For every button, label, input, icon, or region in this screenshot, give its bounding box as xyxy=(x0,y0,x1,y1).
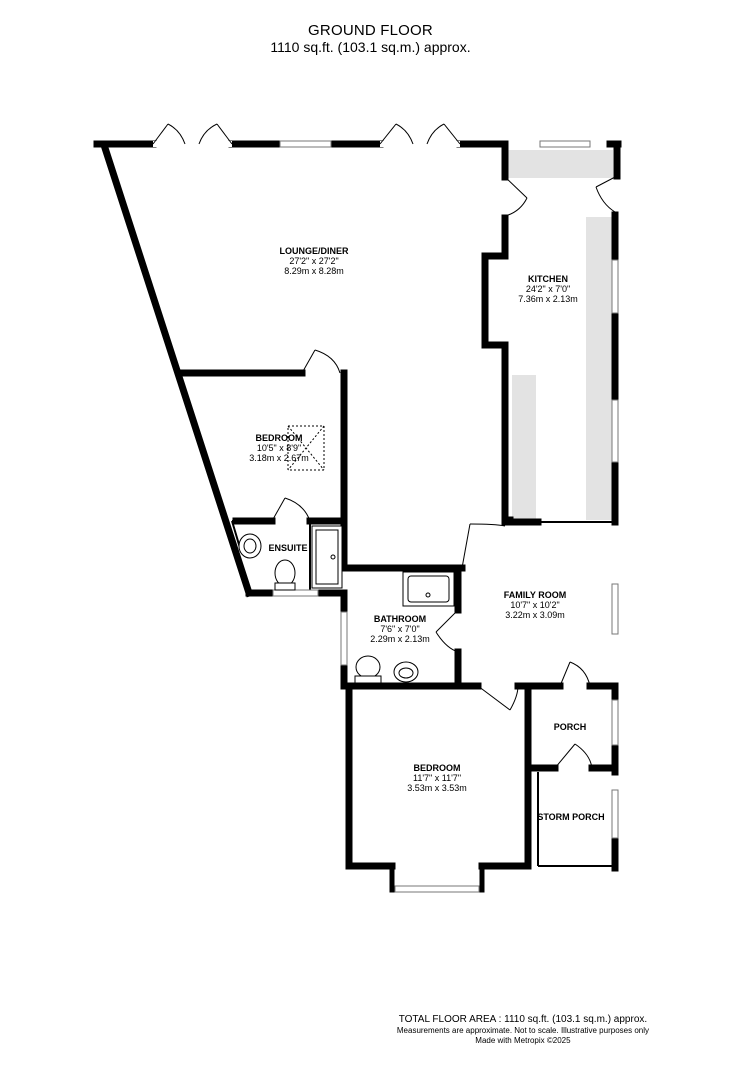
door-swings xyxy=(152,123,618,769)
floor-area: 1110 sq.ft. (103.1 sq.m.) approx. xyxy=(270,39,471,55)
partitions xyxy=(231,520,612,867)
bathroom-toilet-icon xyxy=(355,655,381,679)
room-labels: LOUNGE/DINER 27'2" x 27'2" 8.29m x 8.28m… xyxy=(249,246,604,822)
sanitaryware xyxy=(238,425,455,684)
lounge-name: LOUNGE/DINER xyxy=(279,246,349,256)
disclaimer: Measurements are approximate. Not to sca… xyxy=(396,1026,649,1035)
bedroom1-metric: 3.18m x 2.67m xyxy=(249,453,309,463)
bathroom-imperial: 7'6" x 7'0" xyxy=(380,624,419,634)
bedroom2-metric: 3.53m x 3.53m xyxy=(407,783,467,793)
storm-porch-name: STORM PORCH xyxy=(537,812,604,822)
bedroom2-imperial: 11'7" x 11'7" xyxy=(413,773,461,783)
family-metric: 3.22m x 3.09m xyxy=(505,610,565,620)
kitchen-imperial: 24'2" x 7'0" xyxy=(526,284,570,294)
lounge-imperial: 27'2" x 27'2" xyxy=(289,256,338,266)
lounge-metric: 8.29m x 8.28m xyxy=(284,266,344,276)
credit: Made with Metropix ©2025 xyxy=(475,1036,571,1045)
ensuite-name: ENSUITE xyxy=(268,543,307,553)
ensuite-toilet-icon xyxy=(274,559,296,587)
kitchen-metric: 7.36m x 2.13m xyxy=(518,294,578,304)
floor-title: GROUND FLOOR xyxy=(308,22,433,39)
plan-header: GROUND FLOOR 1110 sq.ft. (103.1 sq.m.) a… xyxy=(0,22,741,55)
kitchen-fittings xyxy=(508,150,613,520)
bedroom1-imperial: 10'5" x 8'9" xyxy=(257,443,301,453)
bedroom2-name: BEDROOM xyxy=(414,763,461,773)
family-name: FAMILY ROOM xyxy=(504,590,567,600)
walls xyxy=(93,140,622,893)
bathroom-name: BATHROOM xyxy=(374,614,426,624)
kitchen-name: KITCHEN xyxy=(528,274,568,284)
windows xyxy=(153,140,619,893)
total-floor-area: TOTAL FLOOR AREA : 1110 sq.ft. (103.1 sq… xyxy=(398,1014,648,1025)
family-imperial: 10'7" x 10'2" xyxy=(510,600,559,610)
plan-footer: TOTAL FLOOR AREA : 1110 sq.ft. (103.1 sq… xyxy=(397,1014,649,1046)
bathroom-metric: 2.29m x 2.13m xyxy=(370,634,430,644)
porch-name: PORCH xyxy=(554,722,587,732)
bedroom1-name: BEDROOM xyxy=(256,433,303,443)
